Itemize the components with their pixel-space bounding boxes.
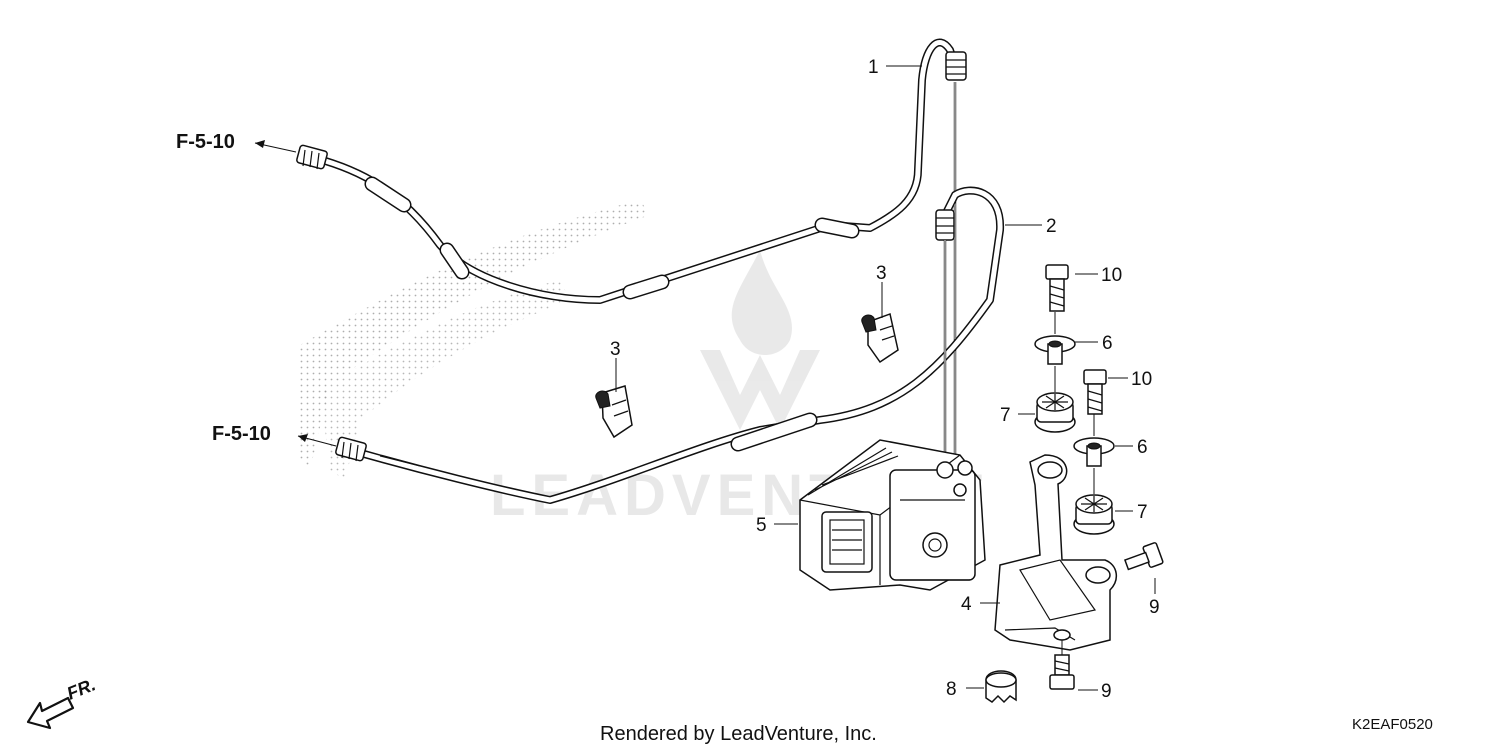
callout-7-upper: 7 <box>1000 405 1011 426</box>
reference-f-5-10-upper[interactable]: F-5-10 <box>176 131 235 153</box>
callout-10-lower: 10 <box>1131 369 1152 390</box>
brake-pipe-1 <box>296 38 967 470</box>
callout-4: 4 <box>961 594 972 615</box>
diagram-code: K2EAF0520 <box>1352 716 1433 733</box>
bolt-9-side <box>1123 542 1164 571</box>
callout-1: 1 <box>868 57 879 78</box>
grommet-7-lower <box>1073 494 1115 535</box>
callout-8: 8 <box>946 679 957 700</box>
frame-shading-lower <box>320 280 570 480</box>
callout-6-lower: 6 <box>1137 437 1148 458</box>
callout-6-upper: 6 <box>1102 333 1113 354</box>
callout-10-upper: 10 <box>1101 265 1122 286</box>
footer-credit: Rendered by LeadVenture, Inc. <box>600 723 877 745</box>
brake-pipe-2 <box>335 186 1005 504</box>
front-direction-arrow: FR. <box>26 674 98 730</box>
abs-modulator <box>799 439 986 591</box>
callout-3-upper: 3 <box>876 263 887 284</box>
frame-shading <box>300 200 650 470</box>
collar-6-lower <box>1073 437 1115 467</box>
watermark-logo <box>700 250 820 430</box>
callout-2: 2 <box>1046 216 1057 237</box>
pipe-clamp-lower <box>595 385 633 439</box>
abs-bracket <box>994 454 1117 651</box>
front-direction-label: FR. <box>64 674 98 703</box>
callout-5: 5 <box>756 515 767 536</box>
bolt-10-lower <box>1083 369 1107 415</box>
callout-7-lower: 7 <box>1137 502 1148 523</box>
bolt-10-upper <box>1045 264 1069 312</box>
collar-6-upper <box>1034 335 1076 365</box>
callout-3-lower: 3 <box>610 339 621 360</box>
grommet-7-upper <box>1034 392 1076 433</box>
callout-9-bottom: 9 <box>1101 681 1112 702</box>
bolt-9-bottom <box>1049 654 1075 690</box>
reference-f-5-10-lower[interactable]: F-5-10 <box>212 423 271 445</box>
pipe-clamp-upper <box>861 313 899 364</box>
cap-8 <box>985 670 1017 704</box>
callout-9-side: 9 <box>1149 597 1160 618</box>
leader-lines <box>254 65 1156 691</box>
